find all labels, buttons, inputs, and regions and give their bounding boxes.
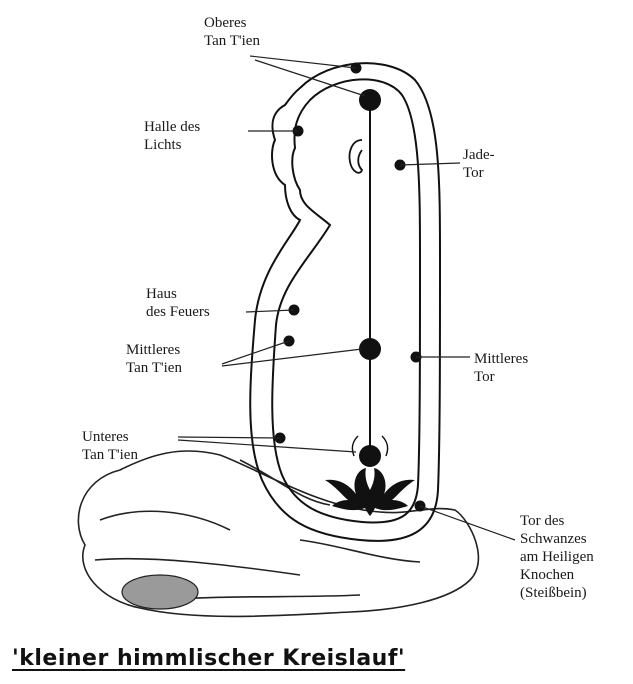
lower-tan-tien-point [359,445,381,467]
label-halle-des-lichts: Halle des Lichts [144,118,200,154]
middle-tan-tien-point [359,338,381,360]
label-mittleres-tor: Mittleres Tor [474,350,528,386]
body-outline-inner [272,79,420,522]
label-mittleres-tan-tien: Mittleres Tan T'ien [126,341,182,377]
label-tor-des-schwanzes: Tor des Schwanzes am Heiligen Knochen (S… [520,512,594,602]
label-haus-des-feuers: Haus des Feuers [146,285,210,321]
ear-shape [350,140,363,173]
label-jade-tor: Jade- Tor [463,146,495,182]
body-outline-outer [250,63,440,541]
leader-lines [178,56,515,540]
diagram-caption: 'kleiner himmlischer Kreislauf' [12,646,405,671]
cushion-shadow [122,575,198,609]
lotus-symbol [325,468,415,516]
label-unteres-tan-tien: Unteres Tan T'ien [82,428,138,464]
upper-tan-tien-point [359,89,381,111]
label-oberes-tan-tien: Oberes Tan T'ien [204,14,260,50]
channel-points [275,63,426,512]
